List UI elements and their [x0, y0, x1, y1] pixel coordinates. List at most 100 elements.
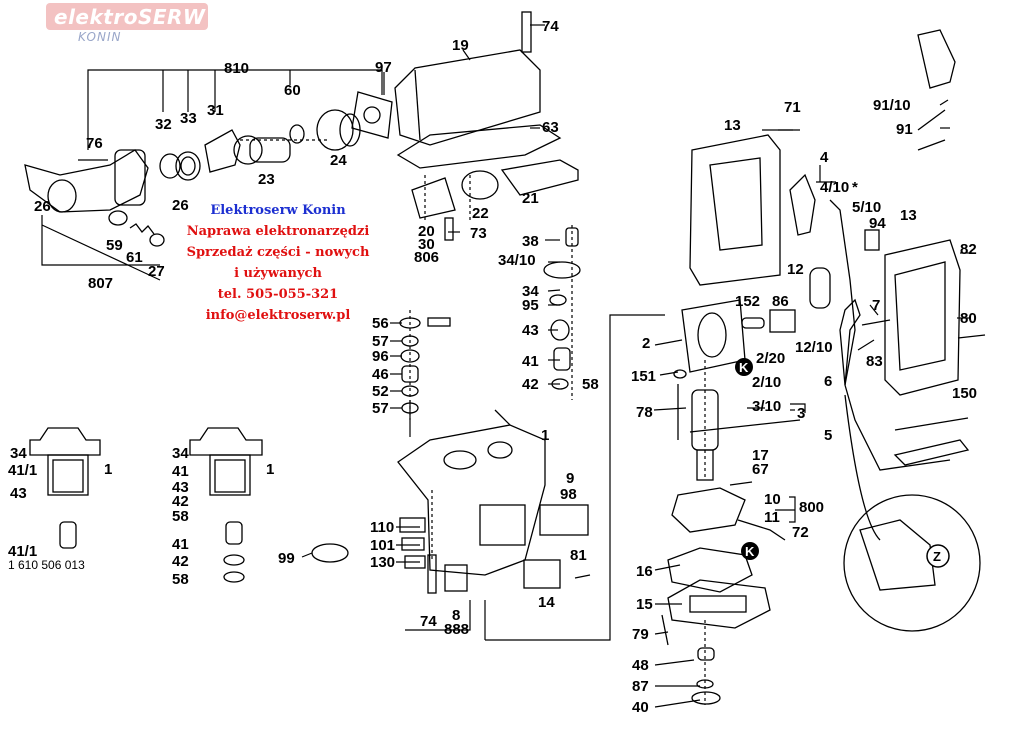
reference-labels: 810 19 74 97 60 32 33 31 76 63 24 23 26 …	[8, 18, 977, 716]
label-87: 87	[632, 678, 649, 695]
label-43: 43	[522, 322, 539, 339]
label-4-10: 4/10	[820, 179, 849, 196]
advert-service: Naprawa elektronarzędzi	[186, 224, 370, 239]
label-150: 150	[952, 385, 977, 402]
label-17: 17	[752, 447, 769, 464]
label-1-mid: 1	[266, 461, 274, 478]
label-6: 6	[824, 373, 832, 390]
label-41-1-bottom: 41/1	[8, 543, 37, 560]
label-81: 81	[570, 547, 587, 564]
label-42-mid: 42	[172, 493, 189, 510]
label-star: *	[852, 179, 858, 196]
label-3: 3	[797, 405, 805, 422]
label-57: 57	[372, 333, 389, 350]
label-15: 15	[636, 596, 653, 613]
label-52: 52	[372, 383, 389, 400]
label-12-10: 12/10	[795, 339, 833, 356]
label-56: 56	[372, 315, 389, 332]
label-5-10: 5/10	[852, 199, 881, 216]
label-82: 82	[960, 241, 977, 258]
label-48: 48	[632, 657, 649, 674]
label-34-left: 34	[10, 445, 27, 462]
label-13-right: 13	[900, 207, 917, 224]
label-1-left: 1	[104, 461, 112, 478]
advert-sales: Sprzedaż części - nowych	[186, 245, 370, 260]
label-34-10: 34/10	[498, 252, 536, 269]
label-888: 888	[444, 621, 469, 638]
label-43-left: 43	[10, 485, 27, 502]
label-101: 101	[370, 537, 395, 554]
label-3-10: 3/10	[752, 398, 781, 415]
label-5: 5	[824, 427, 832, 444]
label-76: 76	[86, 135, 103, 152]
label-4: 4	[820, 149, 829, 166]
label-42-bottom: 42	[172, 553, 189, 570]
label-33: 33	[180, 110, 197, 127]
label-807: 807	[88, 275, 113, 292]
label-91: 91	[896, 121, 913, 138]
label-79: 79	[632, 626, 649, 643]
label-86: 86	[772, 293, 789, 310]
label-110: 110	[370, 519, 394, 536]
label-14: 14	[538, 594, 555, 611]
part-shapes	[24, 11, 986, 705]
callout-badges	[735, 358, 950, 568]
label-94: 94	[869, 215, 886, 232]
label-73: 73	[470, 225, 487, 242]
label-130: 130	[370, 554, 395, 571]
label-27: 27	[148, 263, 165, 280]
label-24: 24	[330, 152, 347, 169]
label-19: 19	[452, 37, 469, 54]
advert-sales-cont: i używanych	[234, 266, 322, 281]
label-10: 10	[764, 491, 781, 508]
label-74-bottom: 74	[420, 613, 437, 630]
detail-z-label: Z	[933, 549, 941, 564]
label-2: 2	[642, 335, 650, 352]
label-80: 80	[960, 310, 977, 327]
label-57-lower: 57	[372, 400, 389, 417]
label-96: 96	[372, 348, 389, 365]
label-151: 151	[631, 368, 656, 385]
logo-brand-text: elektroSERW	[54, 5, 206, 29]
label-16: 16	[636, 563, 653, 580]
label-95: 95	[522, 297, 539, 314]
label-58-mid: 58	[172, 508, 189, 525]
label-11: 11	[764, 509, 780, 526]
label-98: 98	[560, 486, 577, 503]
label-41: 41	[522, 353, 539, 370]
label-34-mid: 34	[172, 445, 189, 462]
service-advert: Elektroserw Konin Naprawa elektronarzędz…	[168, 200, 388, 326]
label-31: 31	[207, 102, 224, 119]
label-8: 8	[452, 607, 460, 624]
label-32: 32	[155, 116, 172, 133]
label-21: 21	[522, 190, 539, 207]
label-1: 1	[541, 427, 549, 444]
label-2-20: 2/20	[756, 350, 785, 367]
label-23: 23	[258, 171, 275, 188]
label-41-bottom: 41	[172, 536, 189, 553]
label-40: 40	[632, 699, 649, 716]
badge-k-lower: K	[745, 544, 755, 559]
label-38: 38	[522, 233, 539, 250]
label-806: 806	[414, 249, 439, 266]
label-63: 63	[542, 119, 559, 136]
label-58-bottom: 58	[172, 571, 189, 588]
label-78: 78	[636, 404, 653, 421]
label-41-1-left: 41/1	[8, 462, 37, 479]
advert-company: Elektroserw Konin	[210, 203, 346, 218]
label-74: 74	[542, 18, 559, 35]
label-71: 71	[784, 99, 801, 116]
label-810: 810	[224, 60, 249, 77]
label-7: 7	[872, 297, 880, 314]
label-34: 34	[522, 283, 539, 300]
brand-logo: elektroSERW KONIN	[46, 3, 208, 45]
label-42: 42	[522, 376, 539, 393]
label-97: 97	[375, 59, 392, 76]
badge-k-upper: K	[739, 360, 749, 375]
label-67: 67	[752, 461, 769, 478]
label-20: 20	[418, 223, 435, 240]
label-26-left: 26	[34, 198, 51, 215]
label-72: 72	[792, 524, 809, 541]
